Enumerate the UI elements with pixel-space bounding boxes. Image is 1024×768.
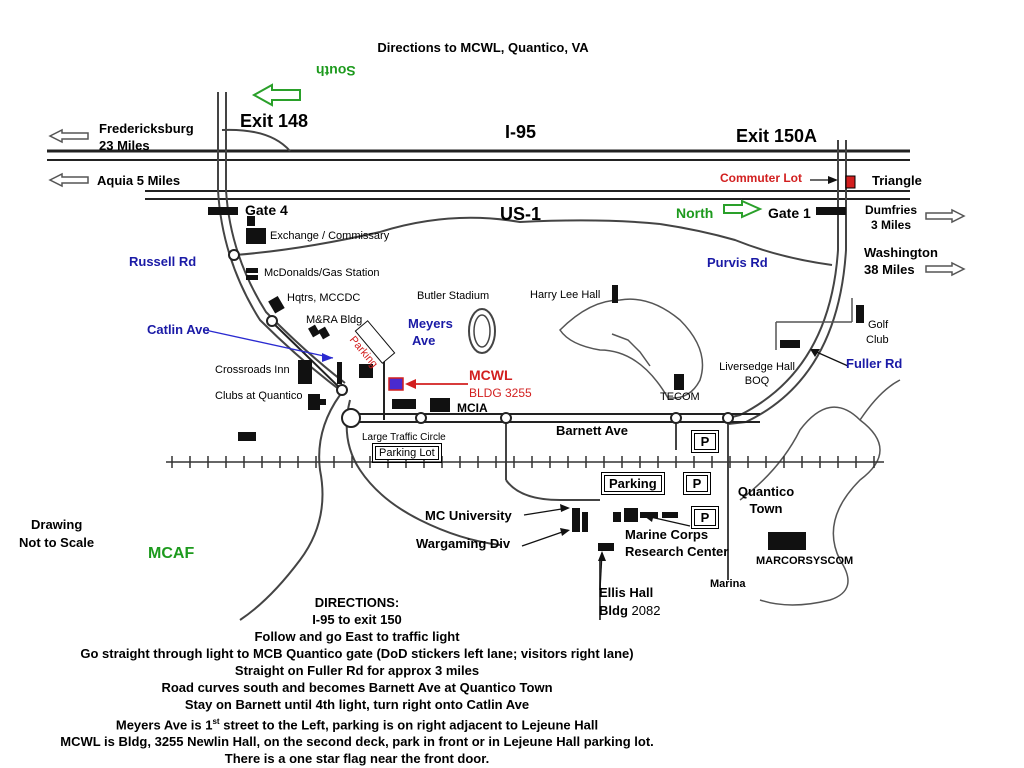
quantico-label: Quantico	[737, 484, 795, 499]
ellis-bldg-number: 2082	[631, 603, 661, 618]
washington-miles-label: 38 Miles	[864, 262, 915, 277]
liversedge-label: Liversedge Hall	[719, 361, 795, 373]
directions-heading: DIRECTIONS:	[314, 595, 400, 610]
directions-line: Follow and go East to traffic light	[254, 629, 460, 644]
purvis-rd-label: Purvis Rd	[707, 255, 768, 270]
exit-148-label: Exit 148	[240, 111, 309, 131]
gate-1-label: Gate 1	[768, 205, 811, 221]
boq-label: BOQ	[744, 375, 770, 387]
mcwl-bldg-label: BLDG 3255	[469, 386, 532, 400]
mc-university-label: MC University	[425, 508, 512, 523]
ellis-bldg-label: Bldg	[599, 603, 632, 618]
aquia-label: Aquia 5 Miles	[97, 173, 181, 188]
large-circle-label: Large Traffic Circle	[362, 432, 446, 443]
exchange-label: Exchange / Commissary	[270, 230, 390, 242]
parking-p-box-2: P	[683, 472, 711, 495]
not-to-scale-label: Not to Scale	[19, 535, 95, 550]
harry-lee-label: Harry Lee Hall	[530, 289, 601, 301]
clubs-label: Clubs at Quantico	[215, 390, 303, 402]
washington-label: Washington	[864, 245, 938, 260]
directions-line: MCWL is Bldg, 3255 Newlin Hall, on the s…	[60, 734, 654, 750]
russell-rd-label: Russell Rd	[129, 254, 197, 269]
tecom-label: TECOM	[660, 391, 700, 403]
crossroads-inn-label: Crossroads Inn	[215, 364, 290, 376]
golf-label: Golf	[868, 319, 889, 331]
south-label: South	[316, 63, 356, 79]
mra-bldg-label: M&RA Bldg	[306, 314, 363, 326]
directions-line: I-95 to exit 150	[312, 612, 402, 627]
directions-meyers-pre: Meyers Ave is 1	[115, 717, 213, 733]
parking-lot-box: Parking Lot	[372, 443, 442, 463]
parking-p-box-1: P	[691, 430, 719, 453]
club-label: Club	[866, 334, 889, 346]
barnett-ave-label: Barnett Ave	[556, 423, 629, 438]
marina-label: Marina	[710, 578, 746, 590]
mcwl-label: MCWL	[469, 367, 513, 383]
directions-line: Road curves south and becomes Barnett Av…	[161, 680, 553, 695]
wargaming-label: Wargaming Div	[416, 536, 511, 551]
directions-line: There is a one star flag near the front …	[224, 751, 490, 767]
directions-line: Go straight through light to MCB Quantic…	[80, 646, 634, 661]
dumfries-miles-label: 3 Miles	[870, 218, 912, 232]
north-label: North	[676, 205, 714, 221]
gate-4-label: Gate 4	[245, 202, 288, 218]
directions-line: Stay on Barnett until 4th light, turn ri…	[184, 697, 530, 712]
map-title: Directions to MCWL, Quantico, VA	[377, 40, 589, 55]
mcrc-label-1: Marine Corps	[625, 527, 709, 542]
triangle-label: Triangle	[872, 173, 922, 188]
i95-label: I-95	[505, 122, 537, 142]
meyers-ave-label-2: Ave	[412, 333, 436, 348]
directions-meyers-post: street to the Left, parking is on right …	[219, 717, 599, 733]
directions-line: Straight on Fuller Rd for approx 3 miles	[234, 663, 480, 678]
directions-block: DIRECTIONS: I-95 to exit 150 Follow and …	[0, 594, 714, 767]
us1-label: US-1	[500, 204, 542, 224]
marcorsyscom-label: MARCORSYSCOM	[756, 555, 854, 567]
mcrc-label-2: Research Center	[625, 544, 729, 559]
town-label: Town	[749, 501, 783, 516]
ellis-hall-label: Ellis Hall	[599, 585, 654, 600]
catlin-ave-label: Catlin Ave	[147, 322, 210, 337]
fuller-rd-label: Fuller Rd	[846, 356, 903, 371]
drawing-label: Drawing	[31, 517, 83, 532]
hqtrs-label: Hqtrs, MCCDC	[287, 292, 361, 304]
ellis-bldg-line: Bldg 2082	[599, 603, 660, 618]
exit-150a-label: Exit 150A	[736, 126, 818, 146]
mcdonalds-label: McDonalds/Gas Station	[264, 267, 380, 279]
butler-stadium-label: Butler Stadium	[417, 290, 490, 302]
parking-p-box-3: P	[691, 506, 719, 529]
parking-box: Parking	[601, 472, 665, 495]
fredericksburg-miles-label: 23 Miles	[99, 138, 150, 153]
commuter-lot-label: Commuter Lot	[720, 171, 802, 185]
dumfries-label: Dumfries	[864, 203, 917, 217]
directions-line-meyers: Meyers Ave is 1st street to the Left, pa…	[0, 713, 714, 733]
directions-meyers-sup: st	[212, 717, 220, 726]
mcia-label: MCIA	[457, 401, 488, 415]
meyers-ave-label: Meyers	[408, 316, 453, 331]
mcaf-label: MCAF	[148, 545, 195, 562]
fredericksburg-label: Fredericksburg	[99, 121, 194, 136]
